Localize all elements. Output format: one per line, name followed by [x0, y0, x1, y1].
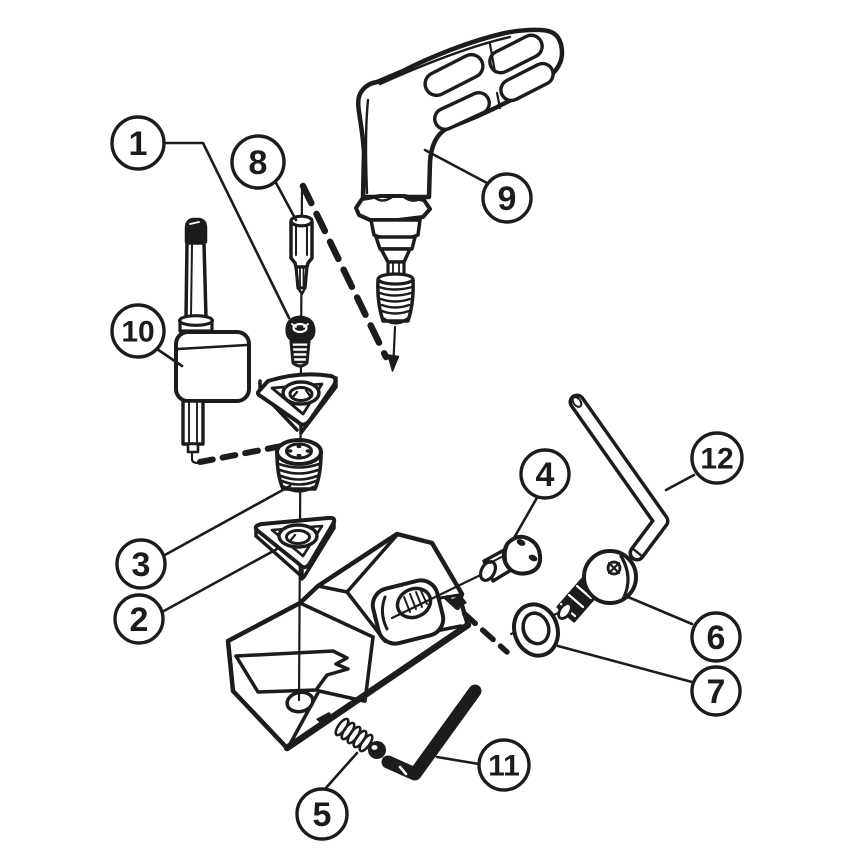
callout-10: 10 — [110, 303, 184, 368]
part-spring — [334, 717, 386, 759]
callout-7-leader — [556, 644, 694, 684]
ball-head — [582, 549, 638, 605]
callout-6: 6 — [626, 595, 742, 663]
torx-tip — [184, 217, 208, 244]
callout-10-leader — [155, 347, 184, 368]
driver-axis-dashed — [299, 182, 390, 361]
grip-groove — [488, 33, 544, 75]
callout-11: 11 — [435, 738, 531, 792]
callout-1-number: 1 — [129, 125, 148, 163]
part-lever-screw — [556, 549, 638, 623]
part-cartridge-body — [225, 531, 472, 752]
callout-9-number: 9 — [498, 180, 517, 218]
body-threaded-hole-opening — [370, 578, 446, 646]
callout-6-leader — [626, 595, 694, 626]
callout-7: 7 — [556, 644, 742, 717]
callout-10-number: 10 — [121, 316, 154, 349]
callout-3: 3 — [115, 484, 292, 590]
callout-5: 5 — [295, 751, 359, 841]
callout-12-leader — [664, 473, 696, 492]
threaded-bore — [395, 586, 433, 620]
callout-11-balloon — [477, 738, 531, 792]
callout-6-balloon — [690, 611, 742, 663]
callout-5-number: 5 — [313, 796, 332, 834]
part-hex-key-small — [381, 684, 482, 781]
callout-8-balloon — [230, 134, 286, 190]
part-hex-key-large — [568, 393, 670, 562]
callout-11-leader — [435, 755, 481, 766]
part-shim — [253, 515, 337, 581]
callout-8-leader — [273, 179, 298, 222]
insert-pocket — [234, 649, 350, 694]
callout-5-leader — [323, 751, 359, 791]
callout-3-balloon — [115, 538, 167, 590]
callout-2-balloon — [113, 593, 165, 645]
part-torque-screwdriver — [354, 27, 565, 372]
callout-10-balloon — [110, 303, 166, 359]
callout-2-leader — [160, 547, 279, 614]
axis-arrowhead — [387, 354, 400, 372]
callout-1-leader — [162, 141, 291, 320]
part-torx-bit — [289, 214, 314, 296]
part-torx-key-handle — [174, 217, 251, 465]
hidden-axis-dashed — [444, 595, 510, 655]
body-edge-slot — [452, 595, 467, 608]
callout-7-number: 7 — [707, 673, 726, 711]
callout-7-balloon — [690, 665, 742, 717]
callout-4-leader — [512, 494, 540, 540]
callout-3-leader — [161, 484, 292, 558]
callout-2-number: 2 — [130, 601, 149, 639]
callout-6-number: 6 — [707, 619, 726, 657]
callout-12-balloon — [690, 431, 744, 485]
key-handle-body — [174, 330, 251, 403]
callout-12-number: 12 — [700, 443, 733, 476]
callout-layer: 1 8 9 10 3 2 4 12 6 7 5 11 — [110, 115, 744, 841]
callout-4-number: 4 — [536, 456, 555, 494]
clamp-screw-head — [501, 534, 543, 576]
callout-9-balloon — [481, 172, 533, 224]
grip-groove — [499, 61, 555, 103]
spring-end-cap — [368, 741, 386, 759]
callout-8: 8 — [230, 134, 298, 222]
callout-5-balloon — [295, 787, 349, 841]
callout-9: 9 — [423, 148, 533, 224]
callout-9-leader — [423, 148, 489, 185]
callout-8-number: 8 — [249, 144, 268, 182]
callout-11-number: 11 — [488, 750, 520, 783]
callout-12: 12 — [664, 431, 744, 492]
grip-groove — [433, 90, 491, 132]
part-shim-screw — [275, 438, 323, 493]
callout-4-balloon — [519, 448, 571, 500]
callout-1: 1 — [110, 115, 291, 320]
part-washer — [512, 602, 560, 658]
spring-seat-slot — [316, 712, 335, 725]
part-insert-screw — [285, 315, 316, 368]
driver-tip-axis — [392, 325, 397, 362]
callout-4: 4 — [512, 448, 571, 540]
grip-groove — [423, 52, 485, 98]
part-cutting-insert — [256, 372, 338, 435]
callout-2: 2 — [113, 547, 279, 645]
callout-1-balloon — [110, 115, 166, 171]
part-clamp-screw — [478, 534, 543, 583]
callout-3-number: 3 — [132, 546, 151, 584]
